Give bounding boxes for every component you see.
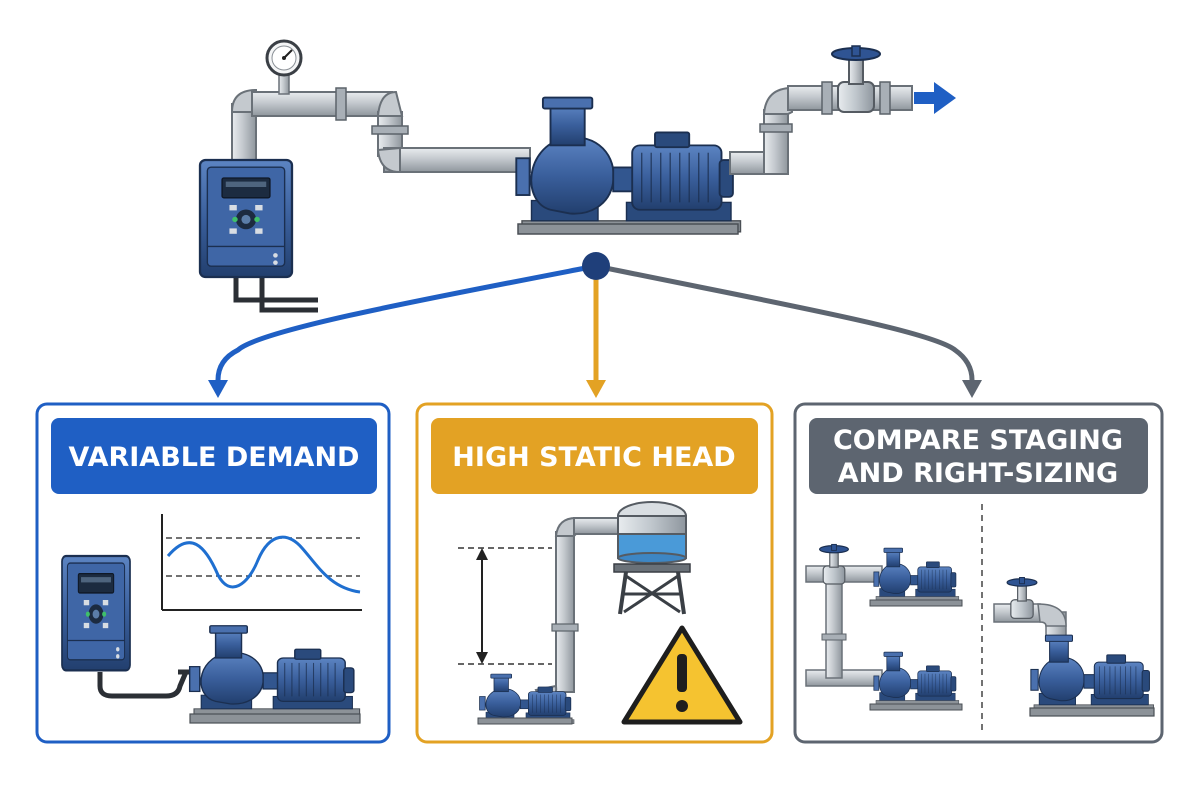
- card-high-static-head: HIGH STATIC HEAD: [415, 402, 774, 744]
- card-title: VARIABLE DEMAND: [69, 442, 360, 473]
- warning-icon: [621, 625, 743, 725]
- card-title-banner: [51, 418, 377, 494]
- staged-pumps: [805, 543, 963, 711]
- pressure-gauge-icon: [265, 39, 303, 95]
- water-tower-icon: [613, 501, 691, 615]
- right-sized-pump: [993, 576, 1155, 717]
- card-title: HIGH STATIC HEAD: [452, 442, 735, 473]
- card-title-banner: [431, 418, 758, 494]
- card-variable-demand: VARIABLE DEMAND: [35, 402, 391, 744]
- card-title-banner: [809, 418, 1148, 494]
- card-title: AND RIGHT-SIZING: [838, 458, 1118, 489]
- variable-frequency-drive-icon: [60, 554, 132, 672]
- card-title: COMPARE STAGING: [833, 425, 1123, 456]
- variable-frequency-drive-icon: [198, 158, 294, 279]
- static-head-dimension: [458, 547, 552, 665]
- main-pumping-system: [198, 39, 956, 313]
- flow-direction-arrow: [914, 82, 956, 114]
- branch-connectors: [208, 252, 982, 398]
- card-compare-staging: COMPARE STAGING AND RIGHT-SIZING: [793, 402, 1164, 744]
- demand-curve-icon: [161, 514, 362, 611]
- gate-valve-icon: [831, 45, 881, 113]
- centrifugal-pump-icon: [515, 96, 742, 233]
